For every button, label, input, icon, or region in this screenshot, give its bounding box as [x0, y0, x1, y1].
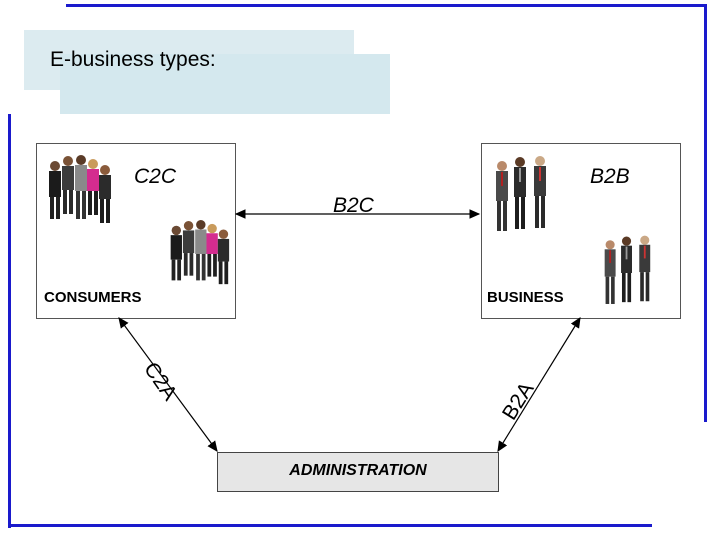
consumers-people-photo-2	[170, 220, 230, 285]
consumers-people-photo	[49, 155, 111, 223]
title-background-shadow	[60, 54, 390, 114]
business-label: BUSINESS	[487, 289, 564, 306]
administration-box: ADMINISTRATION	[217, 452, 499, 492]
left-rule	[8, 114, 11, 528]
business-people-photo-2	[604, 235, 651, 304]
page-title: E-business types:	[50, 48, 216, 71]
right-rule	[704, 4, 707, 422]
consumers-panel	[36, 143, 236, 319]
business-panel	[481, 143, 681, 319]
b2b-label: B2B	[590, 165, 630, 188]
administration-label: ADMINISTRATION	[289, 462, 427, 479]
c2c-label: C2C	[134, 165, 177, 188]
consumers-label: CONSUMERS	[44, 289, 142, 306]
b2a-arrow	[497, 316, 581, 453]
bottom-rule	[8, 524, 652, 527]
b2c-arrow-label: B2C	[333, 194, 374, 217]
c2a-arrow	[118, 317, 218, 452]
top-rule	[66, 4, 706, 7]
business-people-photo	[496, 156, 546, 231]
